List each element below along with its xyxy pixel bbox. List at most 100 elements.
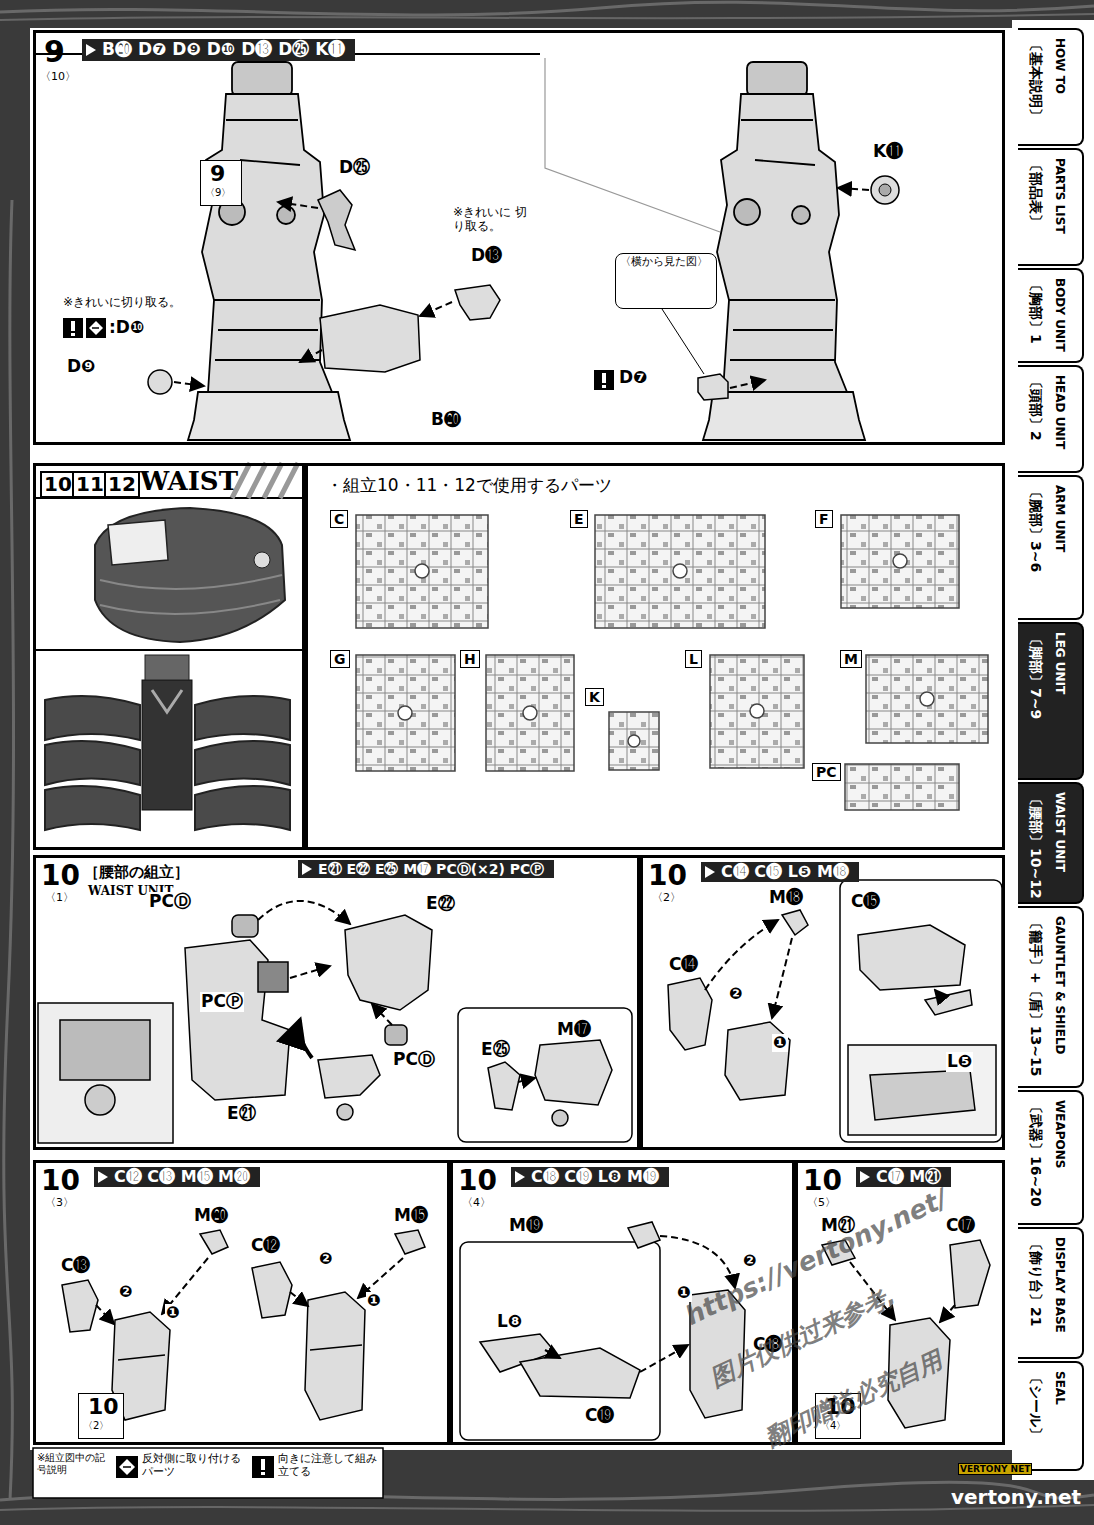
- page-ref: 〈2〉: [83, 1420, 109, 1432]
- legend-symbol: [261, 1459, 265, 1470]
- legend-symbol: [119, 1459, 135, 1475]
- tab-label: 〔シール〕: [1028, 1371, 1044, 1441]
- step9-illustration: [148, 370, 172, 394]
- tab-label-en: DISPLAY BASE: [1052, 1237, 1066, 1333]
- parts-list: C⓬ C⓭ M⓯ M⓴: [94, 1167, 260, 1187]
- runner-illustration: [893, 554, 907, 568]
- index-tab: 〔部品表〕PARTS LIST: [1018, 148, 1084, 266]
- page-ref: 〈9〉: [205, 187, 231, 199]
- tab-label: 〔腕部〕3~6: [1028, 485, 1044, 572]
- section-title: ［腰部の組立］: [84, 864, 189, 881]
- page-ref: 〈10〉: [40, 71, 76, 84]
- runner-illustration: [609, 712, 659, 770]
- legend-symbol: [116, 1456, 138, 1478]
- note-text: ※きれいに 切り取る。: [452, 206, 534, 234]
- step9-illustration: [602, 373, 606, 383]
- callout-number: C⓯: [850, 892, 881, 912]
- runner-box: M: [840, 650, 990, 747]
- runner-box: L: [685, 650, 806, 772]
- step10-3-illustration: [290, 1292, 308, 1306]
- step-panel: 10〈2〉C⓮ C⓯ L❺ M⓲: [640, 855, 1005, 1150]
- step10-3-illustration: [62, 1230, 425, 1420]
- step9-illustration: [318, 190, 355, 250]
- legend-symbol: [261, 1472, 265, 1475]
- tab-label-en: BODY UNIT: [1052, 278, 1066, 352]
- parts-list: B⓴ D❼ D❾ D❿ D⓭ D㉕ K⓫: [82, 39, 355, 61]
- step-number: 9: [44, 35, 65, 70]
- callout-number: C⓮: [668, 955, 699, 975]
- parts-list: C⓲ C⓳ L❽ M⓳: [511, 1167, 669, 1187]
- waist-preview: [108, 520, 168, 565]
- step9-illustration: [63, 318, 83, 338]
- callout-number: M⓲: [768, 888, 804, 908]
- step9-illustration: [594, 370, 614, 390]
- step9-illustration: [730, 380, 765, 388]
- callout-number: ❶: [366, 1292, 382, 1310]
- step9-illustration: [278, 202, 318, 208]
- step10-2-illustration: [935, 990, 940, 996]
- step-panel: 10〈1〉［腰部の組立］WAIST UNITE㉑ E㉒ E㉕ M⓱ PCⒹ(×2…: [33, 855, 640, 1150]
- step9-illustration: [89, 321, 103, 335]
- step10-1-illustration: [345, 915, 432, 1010]
- step10-1-illustration: [385, 1025, 407, 1045]
- callout-number: M⓴: [193, 1206, 229, 1226]
- index-tab: 〔シール〕SEAL: [1018, 1361, 1084, 1471]
- step9-illustration: [602, 385, 606, 388]
- parts-list: C⓮ C⓯ L❺ M⓲: [701, 862, 859, 882]
- runner-illustration: [356, 655, 455, 771]
- tab-label: 〔飾り台〕21: [1028, 1237, 1044, 1326]
- page-ref: 〈5〉: [807, 1197, 836, 1210]
- legend-text: 反対側に取り付けるパーツ: [142, 1453, 242, 1478]
- callout-number: PCⒹ: [392, 1050, 436, 1070]
- runner-box: K: [585, 688, 662, 774]
- waist-preview: [100, 575, 282, 614]
- waist-preview: [95, 508, 285, 642]
- step10-1-illustration: [60, 1020, 150, 1080]
- tab-label: 〔頭部〕2: [1028, 375, 1044, 441]
- legend-symbol: [123, 1466, 131, 1468]
- step10-4-illustration: [640, 1345, 688, 1372]
- waist-preview: [145, 655, 189, 680]
- step-number: 10: [41, 1165, 80, 1197]
- callout-number: D⓭: [470, 246, 503, 266]
- callout-number: ❷: [742, 1252, 758, 1270]
- step10-1-illustration: [372, 1004, 392, 1025]
- callout-number: C⓬: [250, 1236, 281, 1256]
- tab-label-en: ARM UNIT: [1052, 485, 1066, 552]
- callout-number: E㉒: [425, 894, 456, 914]
- step10-1-illustration: [232, 915, 258, 937]
- page-frame: [33, 1448, 383, 1498]
- step9-illustration: [879, 184, 891, 196]
- callout-number: M⓱: [556, 1020, 592, 1040]
- step10-1-illustration: [258, 962, 288, 992]
- index-tab: 〔腰部〕10~12WAIST UNIT: [1018, 782, 1084, 904]
- callout-number: ❷: [118, 1283, 134, 1301]
- runner-illustration: [710, 655, 804, 768]
- page-frame: [30, 28, 1012, 1450]
- callout-number: ❷: [318, 1250, 334, 1268]
- waist-preview: [33, 463, 305, 830]
- page-ref: 〈2〉: [652, 892, 681, 905]
- parts-panel: ・組立10・11・12で使用するパーツCEFGHKLMPC: [305, 463, 1005, 850]
- callout-number: B⓴: [430, 410, 462, 430]
- page-ref-box: 9〈9〉: [200, 160, 242, 206]
- callout-number: L❺: [946, 1052, 973, 1072]
- runner-illustration: [841, 515, 959, 608]
- step10-3-illustration: [305, 1292, 365, 1420]
- step10-1-illustration: [488, 1062, 520, 1110]
- waist-preview: [195, 696, 290, 830]
- index-tab: 〔胸部〕1BODY UNIT: [1018, 268, 1084, 363]
- index-tab: 〔脚部〕7~9LEG UNIT: [1018, 622, 1084, 780]
- step10-2-illustration: [848, 1045, 996, 1135]
- step10-2-illustration: [840, 880, 1002, 1142]
- step10-1-illustration: [185, 940, 290, 1100]
- step10-2-illustration: [858, 925, 965, 990]
- step10-1-illustration: [38, 1003, 173, 1143]
- step9-illustration: [71, 333, 75, 336]
- step9-illustration: [698, 374, 728, 400]
- waist-preview: [45, 696, 140, 830]
- step9-illustration: [420, 302, 452, 316]
